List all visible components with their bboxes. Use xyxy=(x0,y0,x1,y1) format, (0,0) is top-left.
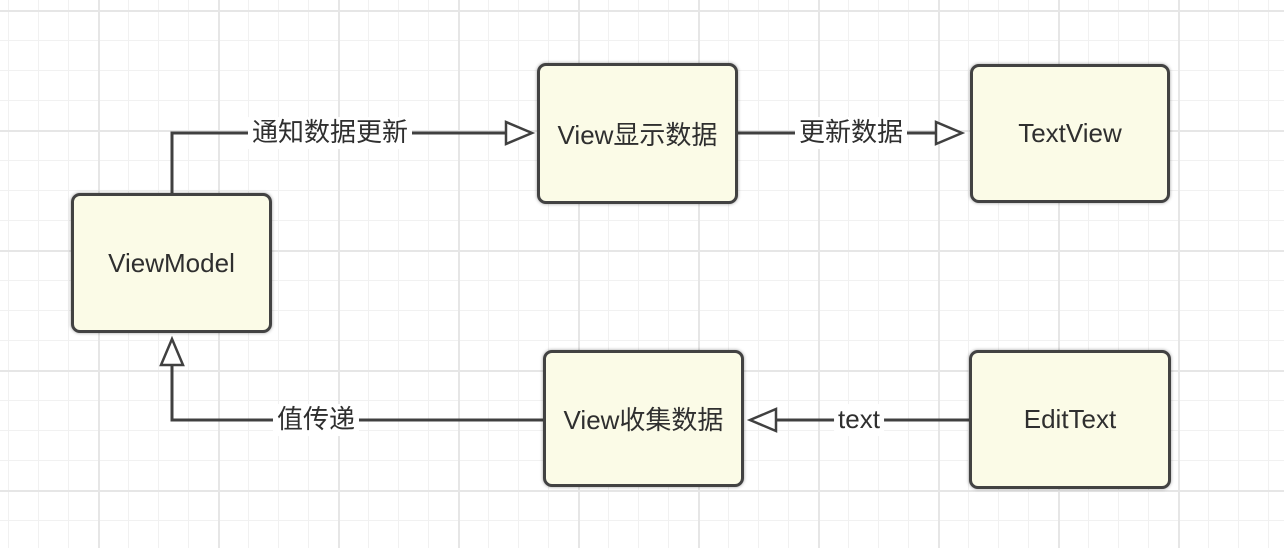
node-edittext[interactable]: EditText xyxy=(969,350,1171,489)
node-view-display[interactable]: View显示数据 xyxy=(537,63,738,204)
node-textview[interactable]: TextView xyxy=(970,64,1170,203)
node-textview-label: TextView xyxy=(1018,118,1122,148)
edge-label-text[interactable]: text xyxy=(834,404,884,436)
node-edittext-label: EditText xyxy=(1023,404,1117,434)
node-view-collect[interactable]: View收集数据 xyxy=(543,350,744,487)
edge-line-value xyxy=(170,364,543,422)
node-viewmodel-label: ViewModel xyxy=(108,247,235,278)
edge-label-value[interactable]: 值传递 xyxy=(272,404,360,436)
arrowhead-update-icon xyxy=(934,120,966,146)
node-view-display-label: View显示数据 xyxy=(557,120,718,150)
edge-label-update[interactable]: 更新数据 xyxy=(794,117,908,149)
arrowhead-value-icon xyxy=(159,335,185,367)
arrowhead-notify-icon xyxy=(504,120,536,146)
edge-label-notify[interactable]: 通知数据更新 xyxy=(247,117,413,149)
node-view-collect-label: View收集数据 xyxy=(563,405,724,435)
node-viewmodel[interactable]: ViewModel xyxy=(71,193,272,333)
arrowhead-text-icon xyxy=(746,407,778,433)
